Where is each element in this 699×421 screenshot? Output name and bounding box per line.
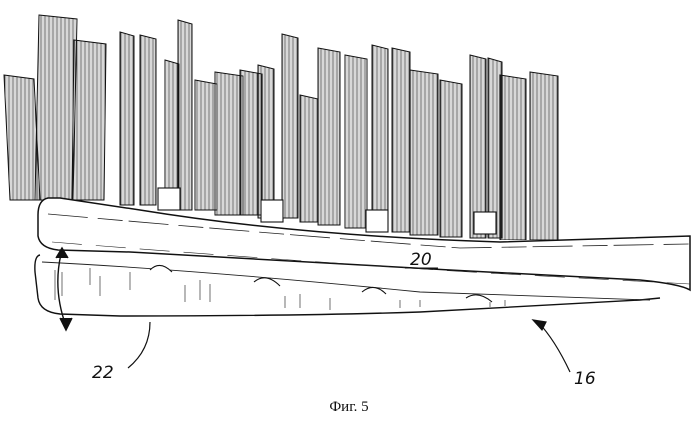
leader-lines xyxy=(128,320,570,372)
bristle-tuft xyxy=(4,75,40,200)
tuft-socket xyxy=(366,210,388,232)
tuft-socket xyxy=(158,188,180,210)
bristle-tuft xyxy=(215,72,243,215)
bristle-tuft xyxy=(258,65,274,218)
label-22: 22 xyxy=(92,363,114,383)
label-16: 16 xyxy=(574,369,596,389)
bristle-tuft xyxy=(410,70,438,235)
bristle-tuft xyxy=(500,75,526,240)
bristle-tuft xyxy=(372,45,388,230)
bristle-tuft xyxy=(300,95,318,222)
bristle-tuft xyxy=(345,55,367,228)
bristle-tuft xyxy=(178,20,192,210)
bristle-tuft xyxy=(440,80,462,237)
bristle-tuft xyxy=(120,32,134,205)
bristle-tuft xyxy=(470,55,486,238)
bristle-tuft xyxy=(318,48,340,225)
bristle-tuft xyxy=(72,40,106,200)
bristle-tuft xyxy=(165,60,179,205)
bristle-tuft xyxy=(530,72,558,240)
tuft-socket xyxy=(261,200,283,222)
bristle-tuft xyxy=(282,34,298,218)
bristle-tuft xyxy=(140,35,156,205)
bristle-tuft xyxy=(35,15,77,200)
leader-22 xyxy=(128,322,150,368)
figure-caption: Фиг. 5 xyxy=(329,399,368,415)
label-20: 20 xyxy=(410,250,432,270)
tuft-socket xyxy=(474,212,496,234)
bristle-tuft xyxy=(195,80,217,210)
bristle-tuft xyxy=(392,48,410,232)
